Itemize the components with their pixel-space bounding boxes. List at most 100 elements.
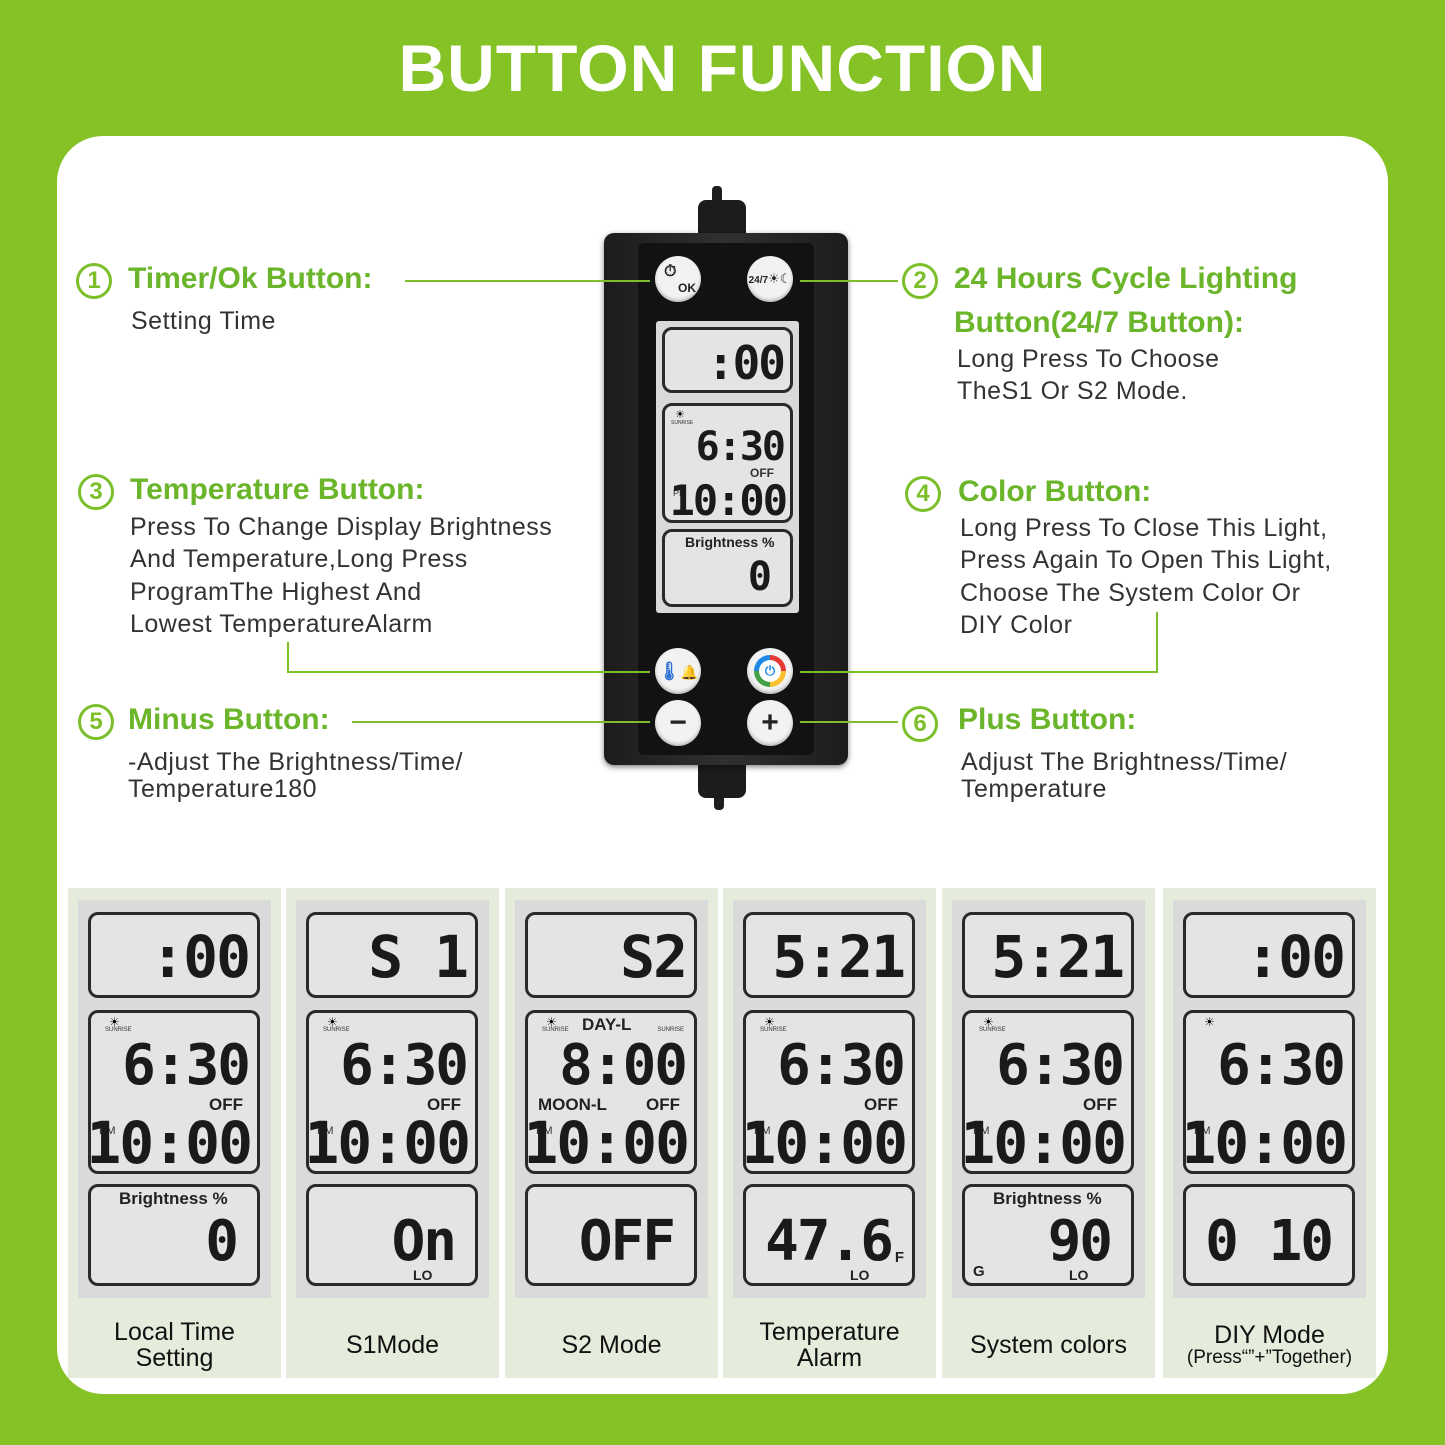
mode-schedule-box: ☀ SUNRISE 6:30 OFF PM 10:00 [304, 1010, 478, 1177]
mode-card: 5:21 ☀ SUNRISE 6:30 OFF PM 10:00 47.6 F [723, 888, 936, 1312]
lcd-pm-label: PM [673, 488, 687, 498]
connector-line-2 [800, 280, 898, 282]
label-2-desc-line1: Long Press To Choose [957, 345, 1220, 373]
lcd-time: :00 [706, 336, 786, 390]
power-color-ring-icon: ⏻ [754, 655, 786, 687]
label-5-desc-line1: -Adjust The Brightness/Time/ [128, 748, 463, 776]
mode-card: 5:21 ☀ SUNRISE 6:30 OFF PM 10:00 Brightn… [942, 888, 1155, 1312]
mode-time-box: :00 [88, 912, 260, 998]
mode-screen: :00 ☀ 6:30 PM 10:00 0 10 [1173, 900, 1366, 1298]
mode-label: S2 Mode [505, 1312, 718, 1378]
mode-top-display: :00 [1245, 923, 1346, 991]
mode-off-time: 10:00 [86, 1109, 253, 1177]
lcd-brightness-value: 0 [747, 554, 772, 600]
day-label: DAY-L [582, 1015, 632, 1034]
mode-time-box: 5:21 [962, 912, 1134, 998]
mode-top-display: :00 [150, 923, 251, 991]
mode-label-line2: (Press“”+”Together) [1186, 1347, 1353, 1369]
mode-label-line1: S1Mode [345, 1330, 440, 1359]
color-button[interactable]: ⏻ [747, 648, 793, 694]
label-5-number: 5 [78, 704, 114, 740]
mode-screen: 5:21 ☀ SUNRISE 6:30 OFF PM 10:00 47.6 F [733, 900, 926, 1298]
label-2-number: 2 [902, 263, 938, 299]
mode-bottom-box: On LO [306, 1184, 478, 1286]
mode-on-time: 6:30 [122, 1033, 251, 1098]
g-label: G [973, 1263, 985, 1280]
mode-label-line2: Setting [135, 1344, 214, 1372]
lcd-schedule-box: ☀ SUNRISE 6:30 OFF PM 10:00 [662, 403, 793, 525]
mode-label: S1Mode [286, 1312, 499, 1378]
label-4-title: Color Button: [958, 475, 1152, 508]
temperature-button[interactable]: 🌡🔔 [655, 648, 701, 694]
label-1-desc: Setting Time [131, 307, 276, 335]
label-2-title-line2: Button(24/7 Button): [954, 306, 1244, 339]
label-3-desc-line3: ProgramThe Highest And [130, 578, 422, 606]
label-4-desc-line3: Choose The System Color Or [960, 579, 1301, 607]
mode-card: :00 ☀ SUNRISE 6:30 OFF PM 10:00 Brightne… [68, 888, 281, 1312]
mode-label-line1: System colors [970, 1330, 1127, 1359]
off-label: OFF [209, 1095, 243, 1114]
label-1-number: 1 [76, 263, 112, 299]
thermometer-bell-icon: 🌡🔔 [657, 660, 699, 681]
plus-button[interactable]: + [747, 700, 793, 746]
mode-bottom-display: 0 [205, 1209, 239, 1274]
unit-label: F [894, 1249, 904, 1266]
label-3-desc-line1: Press To Change Display Brightness [130, 513, 553, 541]
sunrise-label: SUNRISE [979, 1027, 1006, 1033]
pm-label: PM [973, 1125, 990, 1137]
mode-label-line1: Local Time [114, 1317, 235, 1346]
mode-top-display: S 1 [368, 923, 469, 991]
pm-label: PM [754, 1125, 771, 1137]
mode-screen: S 1 ☀ SUNRISE 6:30 OFF PM 10:00 On [296, 900, 489, 1298]
mode-schedule-box: ☀ SUNRISE 6:30 OFF PM 10:00 [960, 1010, 1134, 1177]
mode-off-time: 10:00 [1181, 1109, 1348, 1177]
lo-label: LO [1069, 1267, 1089, 1283]
mode-bottom-display: 47.6 [765, 1209, 894, 1274]
mode-bottom-box: Brightness % 90 G LO [962, 1184, 1134, 1286]
timer-ok-button[interactable]: ⏱ OK [655, 256, 701, 302]
sunrise-icon: ☀ [1204, 1015, 1215, 1029]
lcd-off-label: OFF [750, 466, 774, 480]
moon-label: MOON-L [538, 1095, 607, 1114]
sunrise-label: SUNRISE [760, 1027, 787, 1033]
label-4-desc-line1: Long Press To Close This Light, [960, 514, 1328, 542]
mode-off-time: 10:00 [523, 1109, 690, 1177]
minus-icon: − [669, 706, 687, 739]
lcd-off-time: 10:00 [669, 476, 788, 525]
mode-bottom-display: OFF [578, 1209, 676, 1274]
mode-card: S2 ☀ SUNRISE SUNRISE DAY-L 8:00 MOON-L O… [505, 888, 718, 1312]
mode-bottom-box: 0 10 [1183, 1184, 1355, 1286]
mode-time-box: :00 [1183, 912, 1355, 998]
label-5-desc-line2: Temperature180 [128, 775, 318, 803]
label-3-number: 3 [78, 474, 114, 510]
mode-schedule-box: ☀ SUNRISE 6:30 OFF PM 10:00 [86, 1010, 260, 1177]
lcd-time-box: :00 [662, 327, 793, 393]
mode-label-line1: S2 Mode [561, 1330, 662, 1359]
sunrise-icon: ☀ [109, 1015, 120, 1029]
minus-button[interactable]: − [655, 700, 701, 746]
sunrise-icon: ☀ [327, 1015, 338, 1029]
plus-icon: + [761, 706, 779, 739]
mode-bottom-display: 90 [1047, 1209, 1113, 1274]
sunrise-label: SUNRISE [105, 1027, 132, 1033]
lcd-on-time: 6:30 [695, 424, 786, 470]
mode-label-line1: Temperature [759, 1317, 900, 1346]
mode-time-box: 5:21 [743, 912, 915, 998]
cycle-24-7-button[interactable]: 24/7☀☾ [747, 256, 793, 302]
pm-label: PM [317, 1125, 334, 1137]
connector-line-5 [352, 721, 650, 723]
connector-line-6 [800, 721, 898, 723]
mode-bottom-display: 0 10 [1205, 1209, 1334, 1274]
mode-label: DIY Mode (Press“”+”Together) [1163, 1312, 1376, 1378]
label-6-desc-line2: Temperature [961, 775, 1107, 803]
mode-label-line2: Alarm [796, 1344, 863, 1372]
mode-top-display: 5:21 [772, 923, 906, 991]
mode-on-time: 6:30 [777, 1033, 906, 1098]
label-3-title: Temperature Button: [130, 473, 425, 506]
mode-time-box: S 1 [306, 912, 478, 998]
off-label: OFF [1083, 1095, 1117, 1114]
mode-bottom-display: On [391, 1209, 457, 1274]
pm-label: PM [99, 1125, 116, 1137]
label-5-title: Minus Button: [128, 703, 330, 736]
off-label: OFF [427, 1095, 461, 1114]
